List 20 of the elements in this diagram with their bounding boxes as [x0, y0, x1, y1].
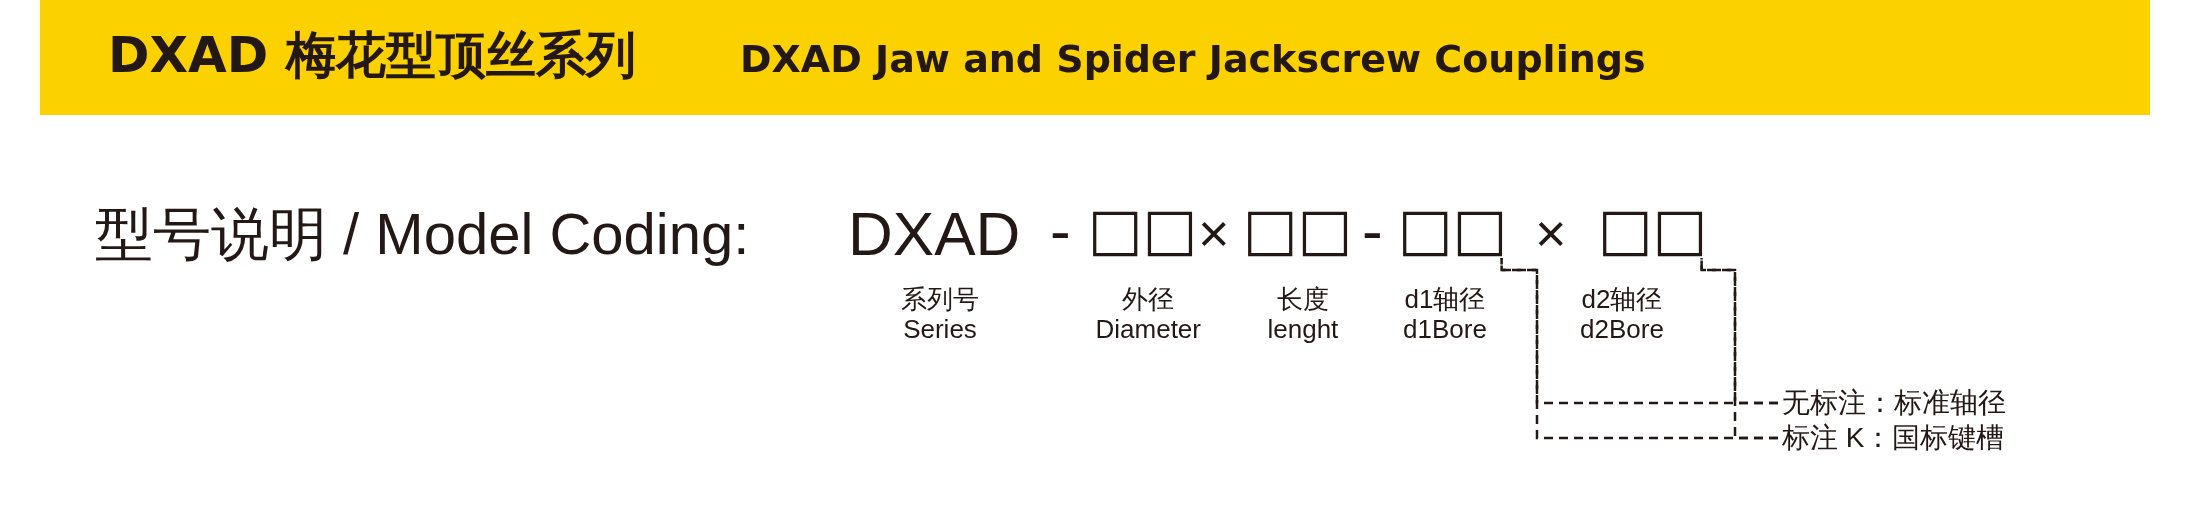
leader-line	[1700, 258, 1778, 440]
field-label: 长度 lenght	[1267, 285, 1339, 345]
placeholder-squares: □□	[1598, 200, 1708, 258]
subtitle: DXAD Jaw and Spider Jackscrew Couplings	[740, 40, 1646, 78]
field-label: 系列号 Series	[901, 285, 979, 345]
series-code: DXAD	[848, 203, 1021, 265]
field-label: d1轴径 d1Bore	[1403, 285, 1487, 345]
field-label: d2轴径 d2Bore	[1580, 285, 1664, 345]
leader-line	[1700, 258, 1778, 405]
placeholder-squares: □□	[1398, 200, 1508, 258]
separator: -	[1050, 200, 1071, 262]
placeholder-squares: □□	[1243, 200, 1353, 258]
separator: -	[1362, 200, 1383, 262]
multiply-sign: ×	[1535, 206, 1567, 260]
note-text: 标注 K：国标键槽	[1782, 424, 2005, 452]
note-text: 无标注：标准轴径	[1782, 389, 2006, 417]
multiply-sign: ×	[1198, 206, 1230, 260]
placeholder-squares: □□	[1088, 200, 1198, 258]
field-label: 外径 Diameter	[1095, 285, 1201, 345]
title: DXAD 梅花型顶丝系列	[108, 30, 636, 80]
